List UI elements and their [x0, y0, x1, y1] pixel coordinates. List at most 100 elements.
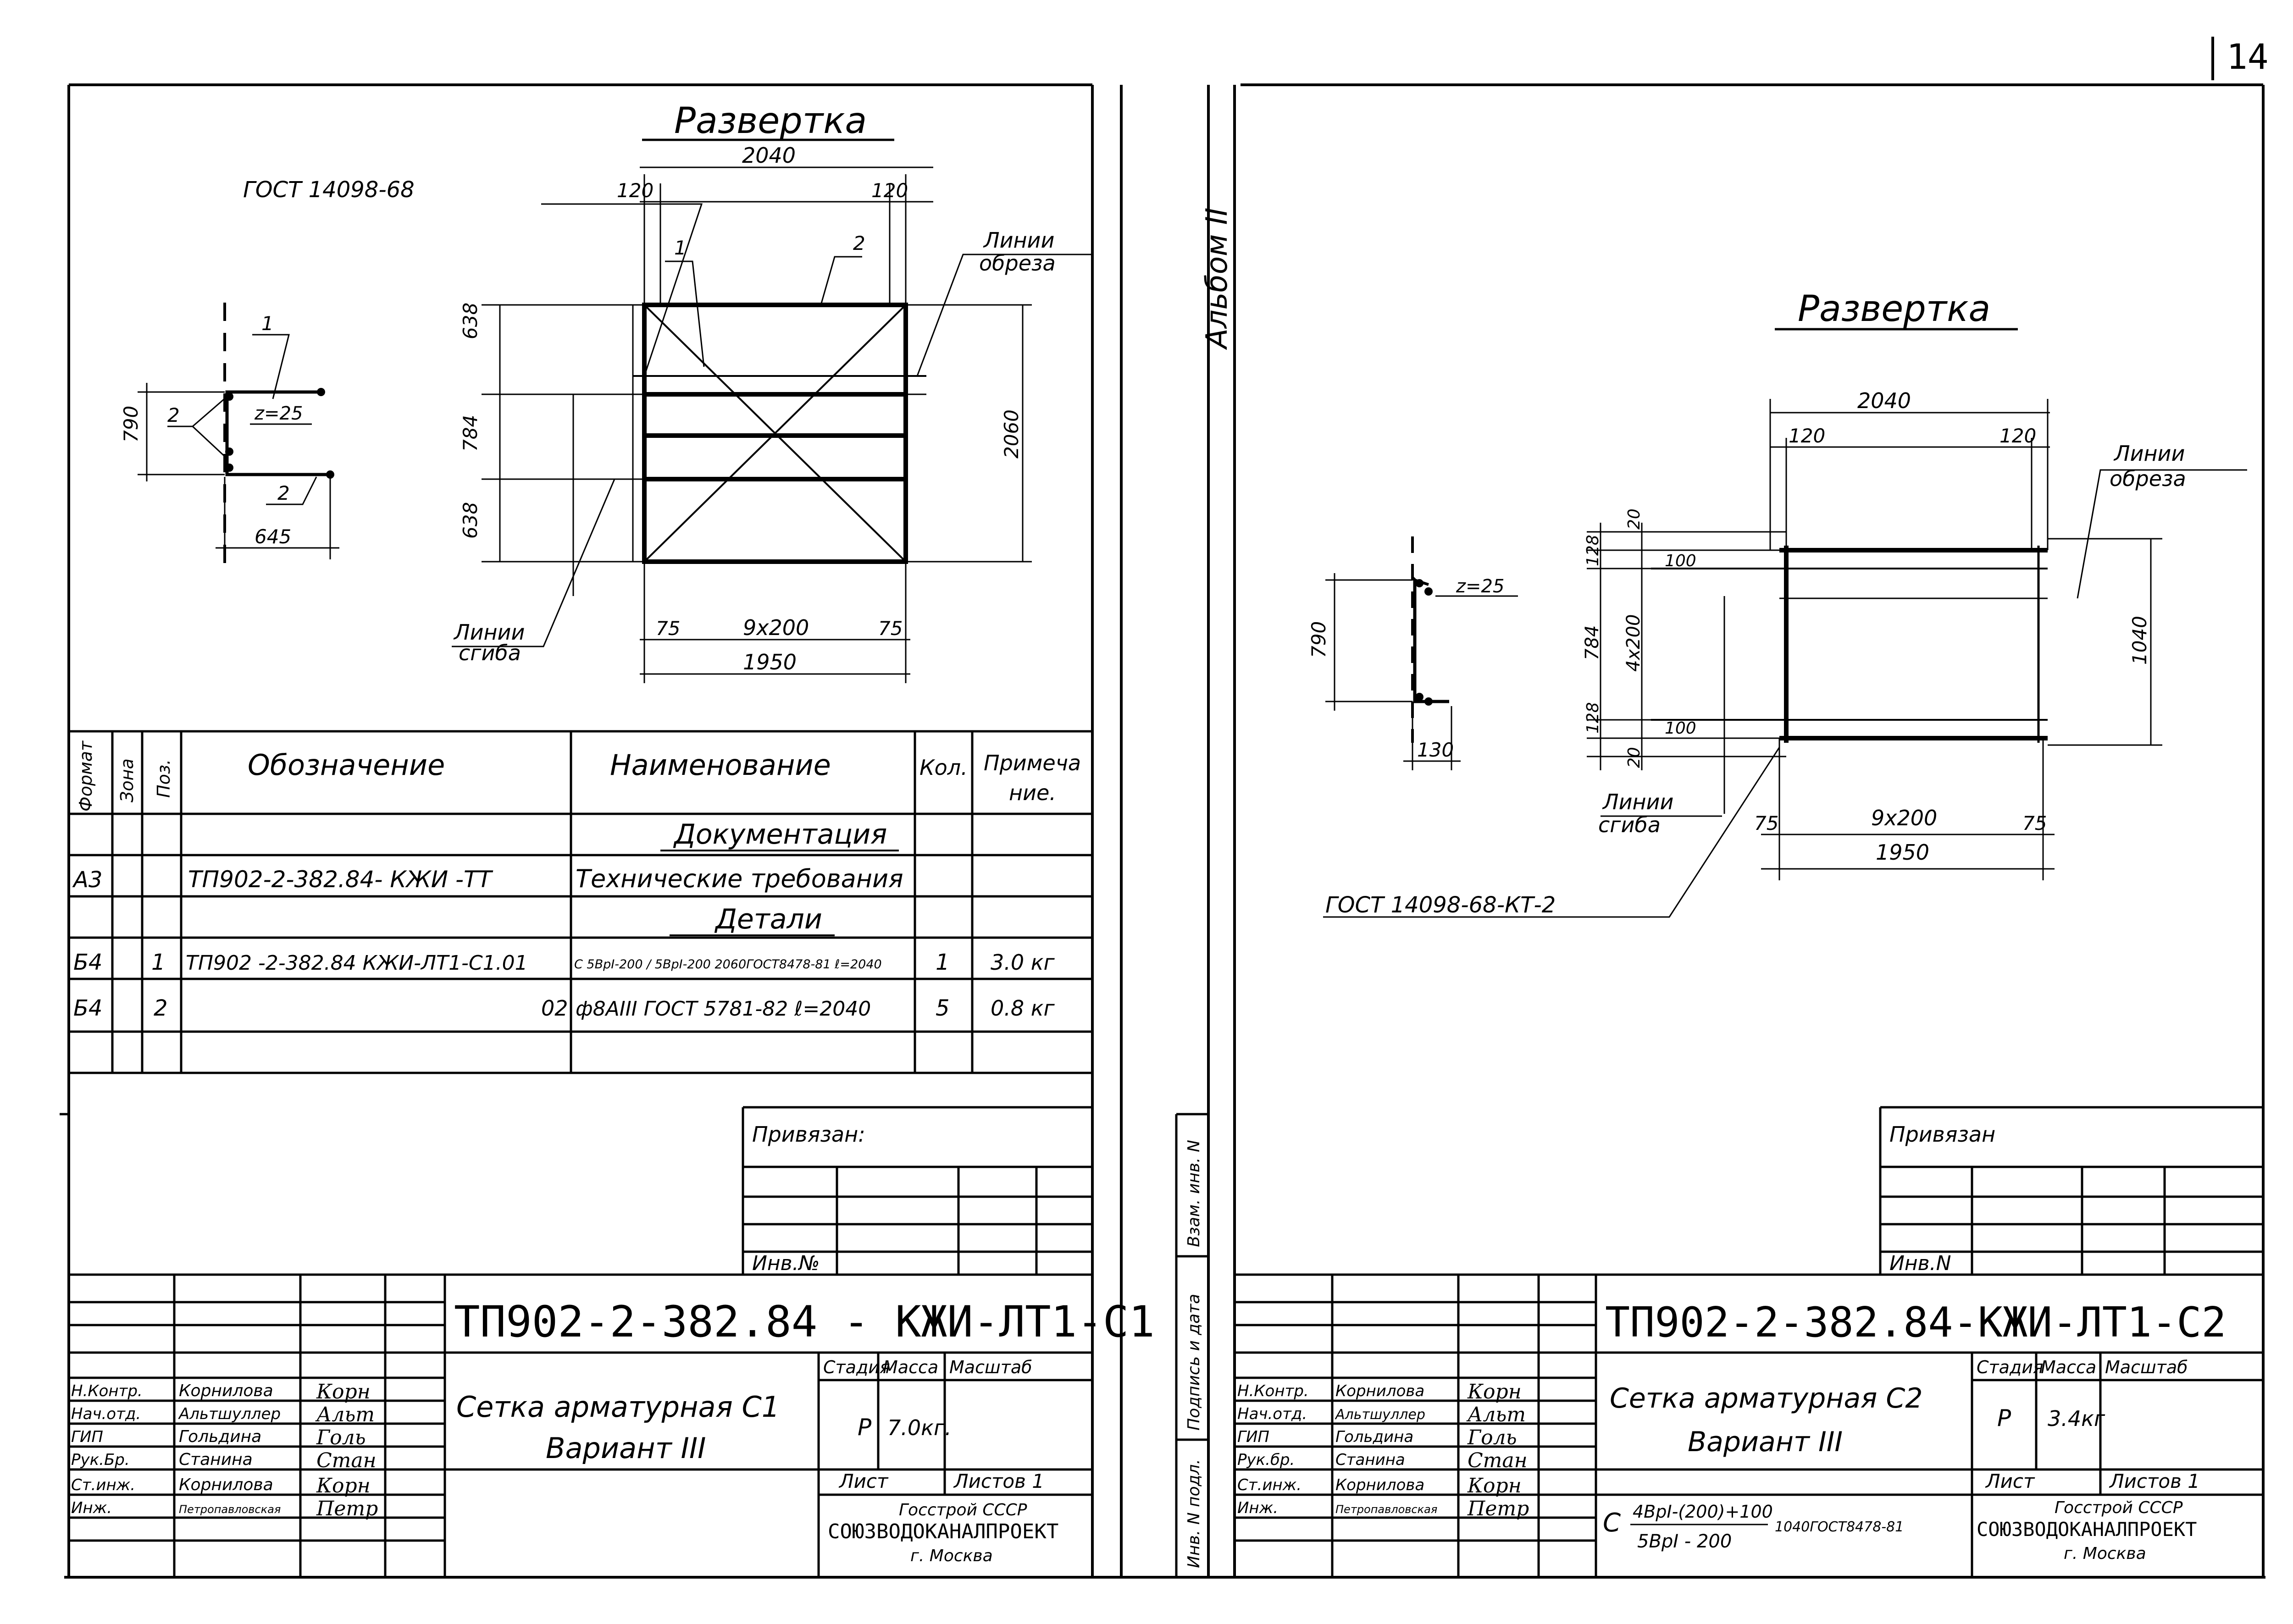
right-staff-name: Петропавловская: [1335, 1503, 1437, 1516]
left-doc-code: ТП902-2-382.84 - КЖИ-ЛТ1-С1: [454, 1297, 1155, 1347]
right-dim-v100a: 100: [1665, 552, 1696, 570]
right-linked-label: Привязан: [1889, 1122, 1995, 1147]
left-title-block: ТП902-2-382.84 - КЖИ-ЛТ1-С1 Сетка армату…: [69, 1273, 1155, 1577]
right-staff-signature: Голь: [1467, 1426, 1517, 1449]
left-dim-edge-right: 120: [871, 179, 908, 202]
right-staff-signature: Корн: [1467, 1474, 1522, 1497]
left-staff-role: ГИП: [71, 1428, 103, 1446]
spec-header-designation: Обозначение: [248, 748, 445, 782]
left-gost-label: ГОСТ 14098-68: [243, 177, 415, 203]
left-dim-h-bot: 638: [459, 502, 482, 539]
left-dim-h-mid: 784: [459, 415, 482, 452]
left-org-3: г. Москва: [910, 1547, 993, 1565]
right-formula-tail: 1040ГОСТ8478-81: [1775, 1519, 1904, 1535]
right-section-width: 130: [1417, 739, 1454, 761]
spec-row-2-note: 3.0 кг: [991, 950, 1055, 975]
right-development-drawing: Развертка: [1323, 288, 2247, 918]
right-dim-overall-width: 2040: [1857, 388, 1911, 413]
left-linked-box: Привязан: Инв.№: [742, 1106, 1092, 1275]
right-linked-box: Привязан Инв.N: [1879, 1106, 2263, 1275]
right-dev-title: Развертка: [1798, 288, 1990, 330]
right-staff-name: Корнилова: [1335, 1476, 1424, 1494]
right-org-2: СОЮЗВОДОКАНАЛПРОЕКТ: [1977, 1518, 2197, 1541]
spec-section-docs: Документация: [673, 818, 887, 851]
left-section-mark-2a: 2: [167, 404, 180, 426]
right-bend-lines-2: сгиба: [1598, 812, 1661, 837]
right-dim-bot-total: 1950: [1876, 840, 1929, 865]
left-dim-bot-left: 75: [656, 617, 680, 640]
spec-row-1-designation: ТП902-2-382.84- КЖИ -ТТ: [188, 866, 493, 893]
left-scale-header: Масштаб: [949, 1357, 1032, 1377]
right-dim-edge-right: 120: [1999, 425, 2036, 447]
right-staff-list: Н.Контр. Корнилова Корн Нач.отд. Альтшул…: [1237, 1380, 1529, 1520]
right-dim-bot-pitch: 9x200: [1871, 806, 1937, 830]
left-dim-edge-left: 120: [617, 179, 654, 202]
spec-row-3-pos: 2: [154, 995, 168, 1021]
left-dim-h-top: 638: [459, 303, 482, 339]
spec-row-3-designation: 02: [541, 996, 568, 1021]
spec-row: А3 ТП902-2-382.84- КЖИ -ТТ Технические т…: [72, 864, 903, 893]
spec-row-2-format: Б4: [73, 950, 102, 975]
right-cross-section: 790 130 z=25: [1307, 536, 1518, 770]
left-bend-lines-1: Линии: [453, 620, 525, 645]
left-sheets-header: Листов 1: [953, 1470, 1044, 1492]
left-org-2: СОЮЗВОДОКАНАЛПРОЕКТ: [828, 1520, 1058, 1543]
left-staff-signature: Альт: [315, 1403, 375, 1426]
left-staff-role: Инж.: [71, 1499, 112, 1517]
right-dim-v100b: 100: [1665, 719, 1696, 738]
right-staff-name: Станина: [1335, 1451, 1405, 1469]
right-staff-signature: Альт: [1466, 1403, 1526, 1426]
left-staff-signature: Голь: [316, 1426, 366, 1449]
right-staff-role: ГИП: [1237, 1428, 1269, 1446]
right-sheet-header: Лист: [1985, 1470, 2035, 1492]
right-staff-signature: Петр: [1467, 1497, 1529, 1520]
left-staff-name: Петропавловская: [179, 1503, 281, 1516]
right-stage-header: Стадия: [1977, 1357, 2044, 1377]
right-dim-bot-left: 75: [1754, 812, 1778, 834]
left-section-mark-2b: 2: [277, 482, 290, 504]
page-number-box: 14: [2211, 36, 2269, 80]
spec-row-1-name: Технические требования: [576, 864, 903, 893]
right-mass-value: 3.4кг: [2048, 1406, 2105, 1431]
right-inv-label: Инв.N: [1889, 1252, 1951, 1275]
strip-inv-orig: Инв. N подл.: [1185, 1459, 1203, 1568]
strip-inv-repl: Взам. инв. N: [1185, 1140, 1203, 1247]
right-staff-role: Инж.: [1237, 1499, 1278, 1517]
right-staff-name: Гольдина: [1335, 1428, 1413, 1446]
strip-sign-date: Подпись и дата: [1185, 1294, 1203, 1431]
left-section-height: 790: [120, 406, 142, 442]
right-org-1: Госстрой СССР: [2055, 1498, 2183, 1517]
spec-row-3-qty: 5: [936, 995, 950, 1021]
left-section-mark-1: 1: [261, 312, 274, 335]
right-dim-v20b: 20: [1625, 747, 1644, 768]
left-cross-section: 790 645 1 2 2 z=25: [120, 303, 339, 569]
page-number: 14: [2227, 36, 2269, 77]
left-dim-bot-total: 1950: [743, 650, 797, 674]
right-section-z: z=25: [1456, 576, 1504, 597]
left-staff-name: Корнилова: [179, 1475, 273, 1494]
spec-row: Б4 1 ТП902 -2-382.84 КЖИ-ЛТ1-С1.01 С 5Вр…: [73, 950, 1055, 975]
left-dim-bot-pitch: 9x200: [743, 615, 809, 640]
right-dim-height: 1040: [2128, 616, 2151, 665]
right-formula-denominator: 5ВрI - 200: [1637, 1531, 1732, 1552]
left-staff-role: Рук.Бр.: [71, 1451, 130, 1469]
left-staff-name: Альтшуллер: [178, 1405, 281, 1423]
left-staff-name: Станина: [179, 1450, 253, 1469]
spec-row-2-pos: 1: [151, 950, 166, 975]
right-staff-role: Рук.бр.: [1237, 1451, 1295, 1469]
spec-header-name: Наименование: [610, 748, 831, 782]
left-callout-1: 1: [674, 237, 687, 259]
right-staff-signature: Корн: [1467, 1380, 1522, 1403]
right-formula-prefix: С: [1603, 1508, 1621, 1538]
right-dim-v20a: 20: [1625, 508, 1644, 530]
left-staff-signature: Корн: [316, 1380, 371, 1403]
left-mass-header: Масса: [883, 1357, 938, 1377]
left-mass-value: 7.0кг.: [887, 1415, 952, 1440]
right-bend-lines-1: Линии: [1602, 790, 1673, 814]
right-scale-header: Масштаб: [2105, 1357, 2188, 1377]
spec-section-parts: Детали: [714, 903, 822, 935]
right-staff-name: Корнилова: [1335, 1382, 1424, 1400]
left-stage-value: Р: [858, 1414, 872, 1441]
spec-header-pos: Поз.: [154, 759, 174, 798]
left-staff-name: Корнилова: [179, 1381, 273, 1400]
